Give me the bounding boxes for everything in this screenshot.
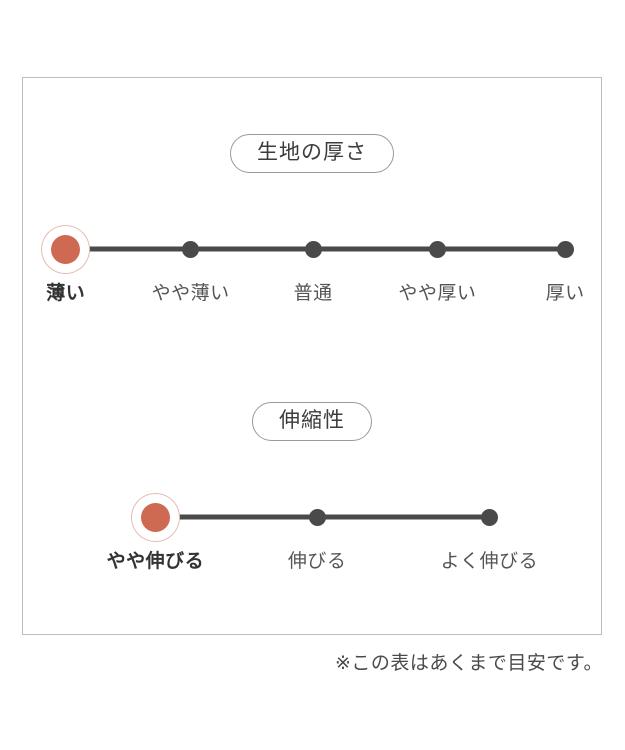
scale-section-stretch: 伸縮性 やや伸びる 伸びる よく伸びる	[23, 402, 601, 585]
scale-track-thickness	[23, 221, 601, 277]
scale-point-stretch-1[interactable]	[308, 508, 326, 526]
scale-track-stretch	[23, 489, 601, 545]
scale-label-thickness-3: やや厚い	[398, 283, 477, 304]
badge-row-thickness: 生地の厚さ	[23, 134, 601, 173]
scale-label-stretch-1: 伸びる	[287, 551, 347, 572]
scale-point-thickness-0[interactable]	[51, 234, 81, 264]
scale-labels-thickness: 薄い やや薄い 普通 やや厚い 厚い	[23, 283, 601, 317]
scale-label-thickness-2: 普通	[293, 283, 333, 304]
scale-point-thickness-1[interactable]	[182, 240, 200, 258]
scale-label-stretch-2: よく伸びる	[440, 551, 539, 572]
scale-label-thickness-4: 厚い	[545, 283, 585, 304]
scale-point-thickness-3[interactable]	[428, 240, 446, 258]
scale-labels-stretch: やや伸びる 伸びる よく伸びる	[23, 551, 601, 585]
scale-label-thickness-0: 薄い	[46, 283, 86, 304]
scale-point-thickness-2[interactable]	[304, 240, 322, 258]
section-title-stretch: 伸縮性	[252, 402, 372, 441]
footnote-disclaimer: ※この表はあくまで目安です。	[334, 653, 603, 674]
scale-point-stretch-0[interactable]	[140, 502, 170, 532]
section-title-thickness: 生地の厚さ	[230, 134, 394, 173]
scale-section-thickness: 生地の厚さ 薄い やや薄い 普通 やや厚い 厚い	[23, 134, 601, 317]
scale-point-thickness-4[interactable]	[556, 240, 574, 258]
spec-chart-frame: 生地の厚さ 薄い やや薄い 普通 やや厚い 厚い 伸縮性	[22, 77, 602, 635]
scale-point-stretch-2[interactable]	[480, 508, 498, 526]
scale-label-thickness-1: やや薄い	[151, 283, 230, 304]
badge-row-stretch: 伸縮性	[23, 402, 601, 441]
scale-label-stretch-0: やや伸びる	[106, 551, 205, 572]
